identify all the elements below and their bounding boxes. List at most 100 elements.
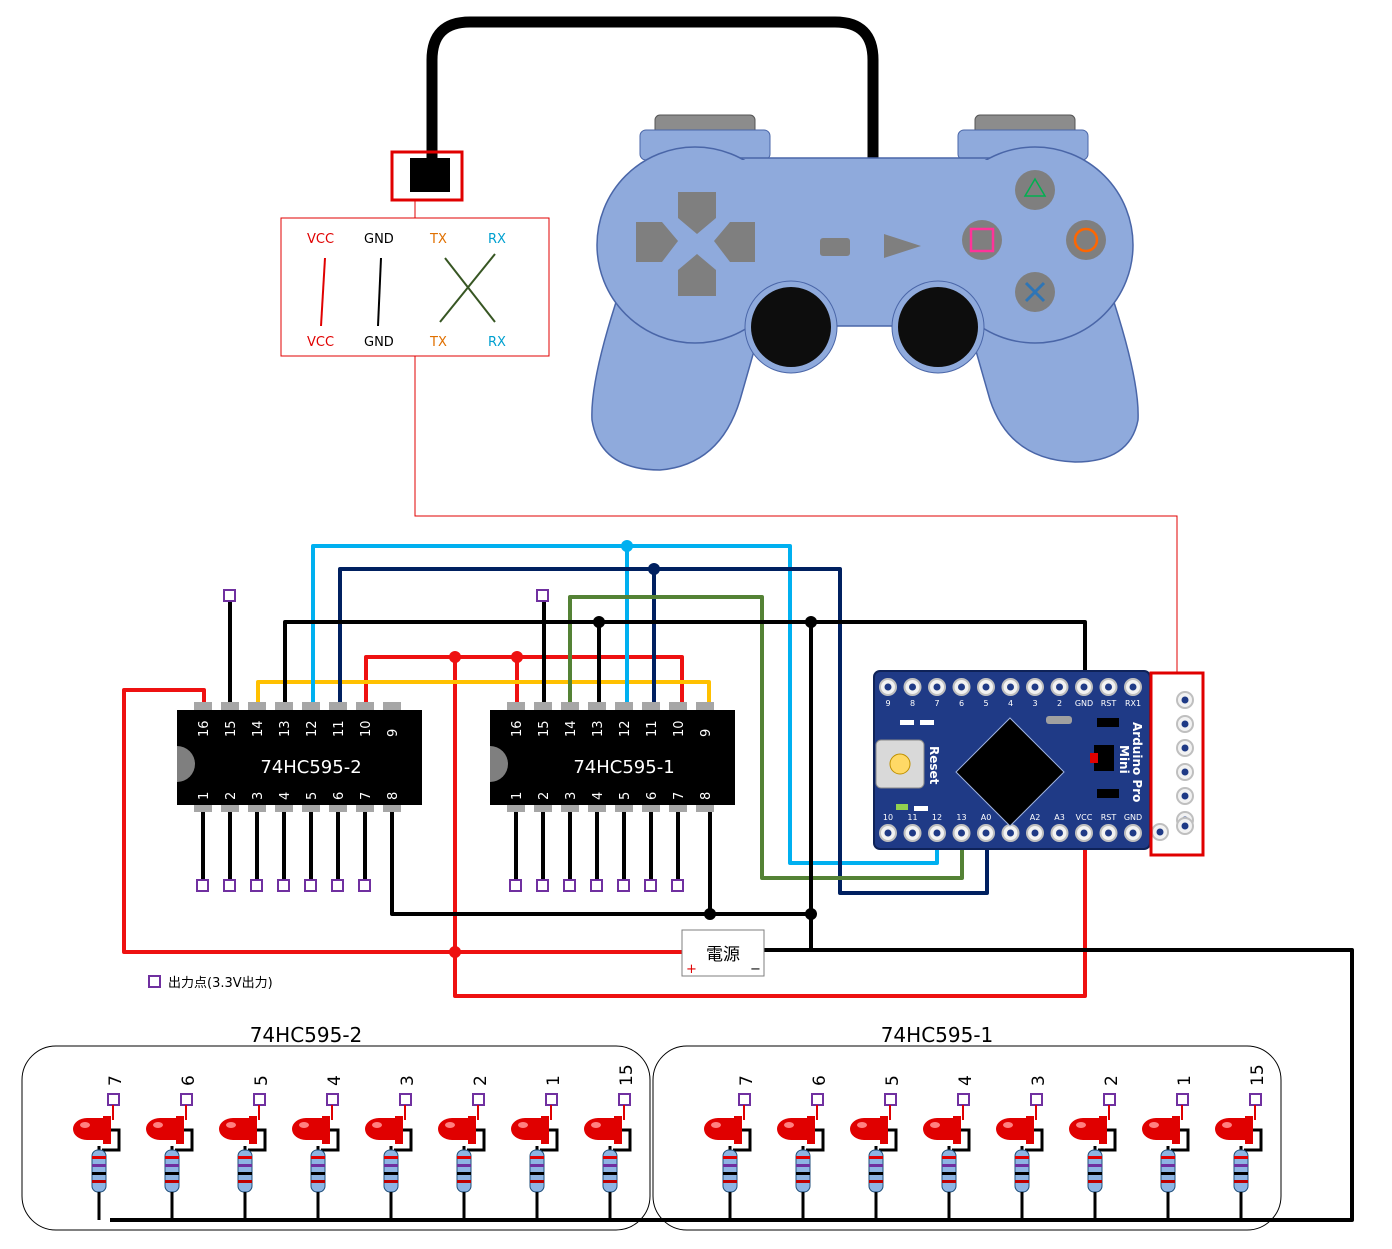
wires bbox=[110, 544, 1354, 1222]
map-bot-rx: RX bbox=[488, 335, 506, 350]
power-plus: + bbox=[686, 962, 697, 977]
chip-pin-label: 7 bbox=[672, 792, 687, 800]
led-channel-label: 7 bbox=[737, 1075, 757, 1086]
output-point bbox=[590, 879, 603, 892]
chip-pin-label: 14 bbox=[251, 720, 266, 737]
chip-label: 74HC595-1 bbox=[573, 757, 674, 778]
led-channel: 15 bbox=[584, 1064, 637, 1220]
chip-pin-label: 10 bbox=[359, 720, 374, 737]
chip-pin bbox=[669, 702, 687, 712]
chip-pin-label: 3 bbox=[251, 792, 266, 800]
chip-pin-label: 1 bbox=[510, 792, 525, 800]
led-channel-label: 7 bbox=[106, 1075, 126, 1086]
chip-pin bbox=[329, 802, 347, 812]
arduino-pin-label: 12 bbox=[932, 813, 942, 822]
chip-pin-label: 12 bbox=[305, 720, 320, 737]
led-channel: 6 bbox=[777, 1075, 830, 1220]
arduino-pin-label: TXO bbox=[1164, 781, 1173, 798]
chip-pin-label: 7 bbox=[359, 792, 374, 800]
power-supply: 電源 + − bbox=[681, 929, 765, 977]
reset-label: Reset bbox=[927, 746, 941, 785]
arduino-pin-label: 3 bbox=[1032, 699, 1037, 708]
chip-pin-label: 6 bbox=[332, 792, 347, 800]
map-top-vcc: VCC bbox=[307, 232, 334, 247]
circle-icon bbox=[1073, 227, 1099, 253]
output-point bbox=[358, 879, 371, 892]
chip-pin-label: 13 bbox=[278, 720, 293, 737]
led-panel-title: 74HC595-2 bbox=[250, 1023, 363, 1047]
led-channel: 4 bbox=[292, 1075, 345, 1220]
led-channel-label: 15 bbox=[617, 1064, 637, 1086]
chip-pin bbox=[356, 802, 374, 812]
output-point bbox=[563, 879, 576, 892]
led-channel: 1 bbox=[511, 1075, 564, 1220]
chip-pin-label: 15 bbox=[224, 720, 239, 737]
usb-connector bbox=[410, 158, 450, 192]
arduino-pin-label: BLK bbox=[1180, 680, 1196, 689]
led-channel: 3 bbox=[996, 1075, 1049, 1220]
chip-pin bbox=[669, 802, 687, 812]
chip-pin bbox=[642, 702, 660, 712]
output-point bbox=[331, 879, 344, 892]
output-point bbox=[644, 879, 657, 892]
chip-pin-label: 5 bbox=[305, 792, 320, 800]
chip-pin-label: 8 bbox=[386, 792, 401, 800]
chip-pin bbox=[221, 802, 239, 812]
chip-pin bbox=[275, 702, 293, 712]
led-channel-label: 4 bbox=[956, 1075, 976, 1086]
cross-icon bbox=[1024, 281, 1046, 303]
arduino-name: Arduino Pro bbox=[1130, 722, 1144, 802]
chip-body bbox=[490, 710, 735, 805]
chip-notch bbox=[490, 746, 508, 782]
arduino-pin-label: RAW bbox=[1151, 813, 1169, 822]
chip-pin bbox=[302, 702, 320, 712]
pin-mapping-box: VCC GND TX RX VCC GND TX RX bbox=[280, 217, 550, 357]
chip-pin-label: 14 bbox=[564, 720, 579, 737]
chip-pin-label: 6 bbox=[645, 792, 660, 800]
chip-pin-label: 13 bbox=[591, 720, 606, 737]
arduino-pin-label: GND bbox=[1124, 813, 1142, 822]
chip-body bbox=[177, 710, 422, 805]
mcu-chip bbox=[955, 717, 1065, 827]
led-channel: 7 bbox=[704, 1075, 757, 1220]
led-channel-label: 4 bbox=[325, 1075, 345, 1086]
arduino-pin-label: 9 bbox=[885, 699, 890, 708]
square-icon bbox=[969, 227, 995, 253]
chip-pin bbox=[588, 702, 606, 712]
chip-pin bbox=[588, 802, 606, 812]
arduino-pin-label: GND bbox=[1075, 699, 1093, 708]
arduino-pin-label: 6 bbox=[959, 699, 964, 708]
led-channel: 15 bbox=[1215, 1064, 1268, 1220]
led-channel-label: 3 bbox=[1029, 1075, 1049, 1086]
led-channel: 5 bbox=[850, 1075, 903, 1220]
output-point bbox=[617, 879, 630, 892]
led-channel-label: 15 bbox=[1248, 1064, 1268, 1086]
arduino-pin-label: RX1 bbox=[1125, 699, 1141, 708]
chip-label: 74HC595-2 bbox=[260, 757, 361, 778]
legend-text: 出力点(3.3V出力) bbox=[168, 976, 273, 991]
arduino-pin-label: 2 bbox=[1057, 699, 1062, 708]
power-label: 電源 bbox=[706, 945, 740, 965]
led-channel: 6 bbox=[146, 1075, 199, 1220]
programming-header-frame bbox=[1149, 671, 1205, 857]
led-channel-label: 1 bbox=[1175, 1075, 1195, 1086]
chip-pin-label: 8 bbox=[699, 792, 714, 800]
chip-notch bbox=[177, 746, 195, 782]
chip-pin bbox=[194, 802, 212, 812]
arduino-pin-label: GRN bbox=[1178, 838, 1196, 847]
chip-pin bbox=[221, 702, 239, 712]
output-point bbox=[304, 879, 317, 892]
chip-pin bbox=[534, 802, 552, 812]
chip-pin bbox=[248, 702, 266, 712]
arduino-pin-label: 8 bbox=[910, 699, 915, 708]
output-point bbox=[671, 879, 684, 892]
led-channel: 7 bbox=[73, 1075, 126, 1220]
chip-pin-label: 12 bbox=[618, 720, 633, 737]
arduino-pin-label: VCC bbox=[1076, 813, 1093, 822]
chip-pin bbox=[194, 702, 212, 712]
